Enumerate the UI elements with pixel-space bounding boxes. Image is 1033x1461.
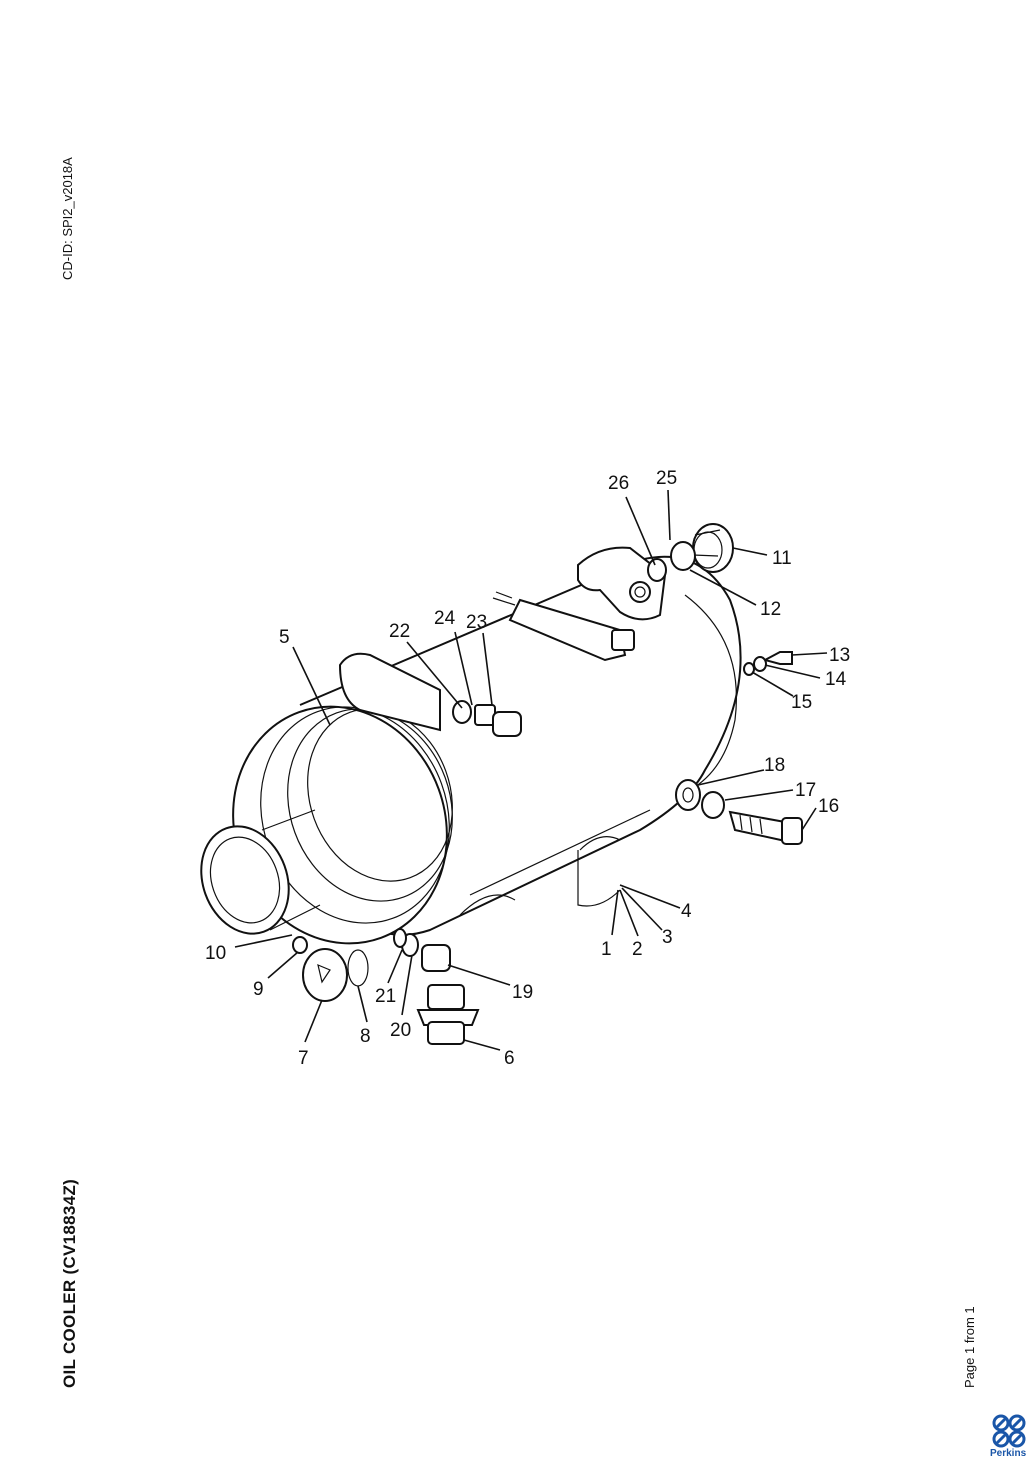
cooler-body	[200, 546, 742, 945]
callout-26: 26	[608, 473, 629, 494]
callout-3: 3	[662, 927, 673, 948]
callout-19: 19	[512, 982, 533, 1003]
callout-23: 23	[466, 612, 487, 633]
callout-25: 25	[656, 468, 677, 489]
callout-14: 14	[825, 669, 847, 690]
callout-7: 7	[298, 1048, 309, 1069]
callout-22: 22	[389, 621, 410, 642]
callout-8: 8	[360, 1026, 371, 1047]
callout-18: 18	[764, 755, 785, 776]
callout-6: 6	[504, 1048, 515, 1069]
callout-5: 5	[279, 627, 290, 648]
callout-21: 21	[375, 986, 396, 1007]
callout-24: 24	[434, 608, 456, 629]
callout-9: 9	[253, 979, 264, 1000]
callout-4: 4	[681, 901, 692, 922]
callout-labels: 1 2 3 4 5 6 7 8 9 10 11 12 13 14 15 16 1…	[205, 468, 850, 1069]
brand-label: Perkins	[990, 1448, 1027, 1459]
callout-17: 17	[795, 780, 816, 801]
callout-13: 13	[829, 645, 850, 666]
leader-lines	[234, 489, 828, 1051]
callout-15: 15	[791, 692, 812, 713]
perkins-logo	[992, 1414, 1026, 1448]
callout-12: 12	[760, 599, 781, 620]
callout-11: 11	[772, 548, 792, 569]
callout-10: 10	[205, 943, 226, 964]
callout-2: 2	[632, 939, 643, 960]
small-parts	[292, 523, 803, 1045]
callout-1: 1	[601, 939, 612, 960]
callout-20: 20	[390, 1020, 411, 1041]
callout-16: 16	[818, 796, 839, 817]
